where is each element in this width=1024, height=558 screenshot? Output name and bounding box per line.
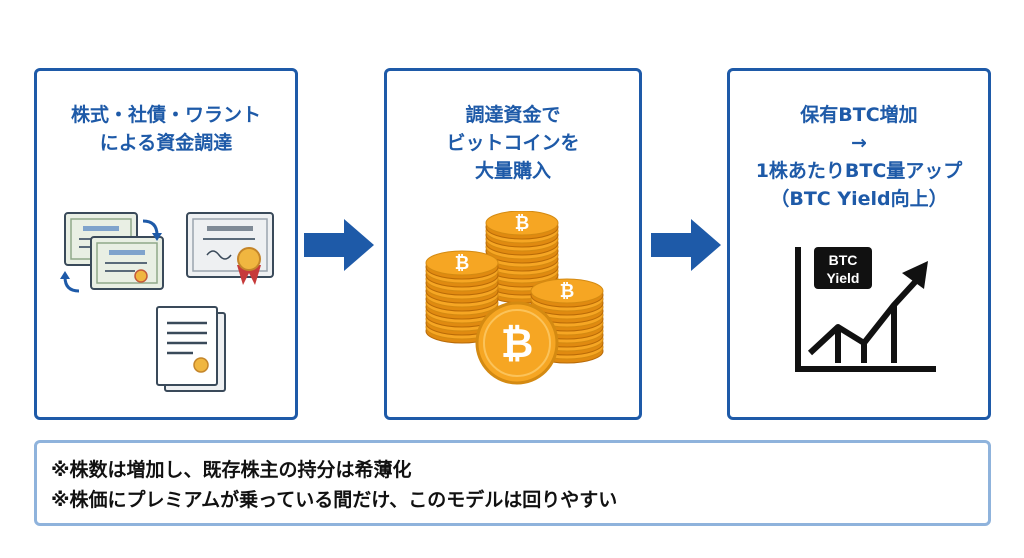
bitcoin-stacks-icon: ₿ ₿ ₿ ₿ (425, 211, 604, 385)
notes-box: ※株数は増加し、既存株主の持分は希薄化 ※株価にプレミアムが乗っている間だけ、こ… (34, 440, 991, 526)
title-line: 大量購入 (474, 160, 551, 182)
title-line: 調達資金で (465, 104, 561, 126)
step-panel-yield: 保有BTC増加 → 1株あたりBTC量アップ （BTC Yield向上） BTC… (727, 68, 991, 420)
title-line: 保有BTC増加 (800, 104, 918, 126)
title-line: → (851, 132, 867, 154)
step-panel-financing: 株式・社債・ワラント による資金調達 (34, 68, 298, 420)
title-line: による資金調達 (99, 132, 233, 154)
step-title-yield: 保有BTC増加 → 1株あたりBTC量アップ （BTC Yield向上） (730, 101, 988, 213)
arrow-right-icon (651, 219, 721, 271)
certificates-icon (60, 212, 274, 392)
title-line: 株式・社債・ワラント (70, 104, 261, 126)
chart-label-line1: BTC (829, 252, 858, 268)
title-line: ビットコインを (446, 132, 580, 154)
bitcoin-symbol-icon: ₿ (560, 281, 575, 302)
note-line-dilution: ※株数は増加し、既存株主の持分は希薄化 (51, 459, 412, 481)
bitcoin-coin-front: ₿ (475, 301, 559, 385)
bitcoin-symbol-icon: ₿ (455, 253, 470, 274)
title-line: 1株あたりBTC量アップ (755, 160, 963, 182)
bitcoin-symbol-icon: ₿ (515, 213, 530, 234)
step-panel-purchase: 調達資金で ビットコインを 大量購入 ₿ ₿ ₿ ₿ (384, 68, 642, 420)
step-title-financing: 株式・社債・ワラント による資金調達 (37, 101, 295, 157)
title-line: （BTC Yield向上） (770, 188, 948, 210)
arrow-right-icon (304, 219, 374, 271)
step-title-purchase: 調達資金で ビットコインを 大量購入 (387, 101, 639, 185)
note-line-premium: ※株価にプレミアムが乗っている間だけ、このモデルは回りやすい (51, 489, 618, 511)
chart-label-line2: Yield (827, 270, 860, 286)
btc-yield-chart-icon: BTC Yield (795, 247, 936, 372)
bitcoin-symbol-icon: ₿ (501, 321, 534, 367)
